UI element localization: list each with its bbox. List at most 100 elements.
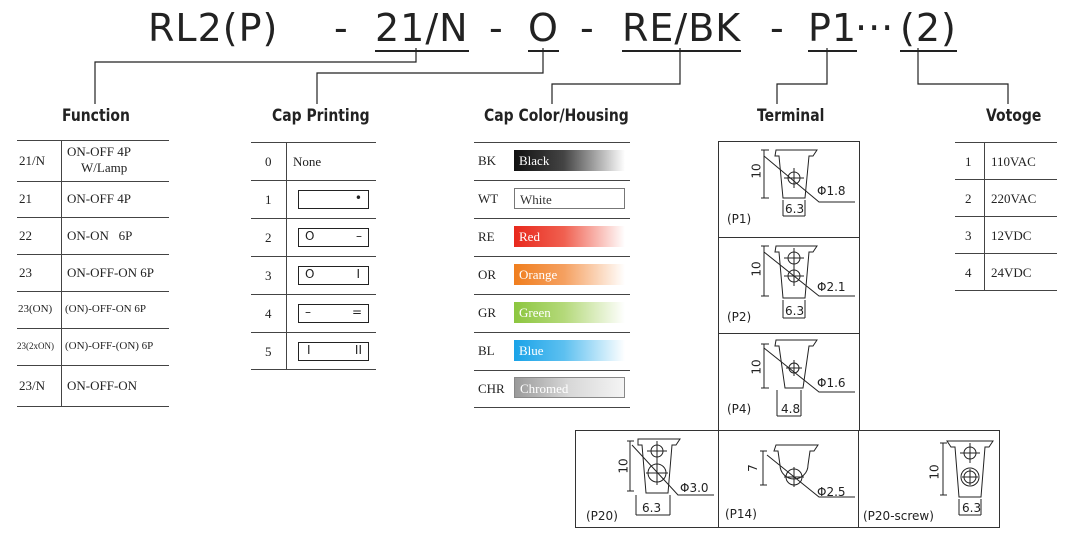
- voltage-code: 1: [965, 154, 972, 169]
- function-desc: ON-OFF-ON 6P: [67, 265, 155, 280]
- table-row: CHR Chromed: [474, 371, 630, 408]
- table-row: 23(ON) (ON)-OFF-ON 6P: [17, 292, 169, 329]
- color-code: BK: [478, 153, 497, 168]
- terminal-p20: 10 Φ3.0 6.3 (P20): [575, 430, 720, 528]
- terminal-height: 10: [749, 261, 764, 277]
- cap-symbol: – =: [298, 304, 369, 323]
- terminal-p1: 10 Φ1.8 6.3 (P1): [718, 141, 860, 239]
- table-row: 4 24VDC: [955, 254, 1057, 291]
- table-row: 0 None: [251, 143, 376, 181]
- voltage-table: 1 110VAC 2 220VAC 3 12VDC 4 24VDC: [955, 142, 1057, 291]
- terminal-label: (P1): [727, 212, 752, 226]
- table-row: 5 I II: [251, 333, 376, 370]
- terminal-label: (P20-screw): [863, 509, 934, 523]
- model-prefix: RL2(P): [148, 6, 279, 50]
- function-desc: ON-OFF 4P: [67, 144, 131, 159]
- cap-code: 1: [265, 192, 272, 207]
- voltage-code: 4: [965, 265, 972, 280]
- code-terminal: P1: [808, 6, 858, 52]
- color-code: GR: [478, 305, 497, 320]
- heading-voltage: Votoge: [986, 106, 1042, 126]
- color-code: WT: [478, 191, 499, 206]
- color-swatch-orange: Orange: [514, 264, 625, 285]
- terminal-diameter: Φ1.6: [817, 376, 846, 390]
- voltage-value: 220VAC: [991, 191, 1037, 206]
- terminal-width: 6.3: [785, 202, 805, 216]
- function-desc: ON-OFF 4P: [67, 191, 131, 206]
- voltage-code: 3: [965, 228, 972, 243]
- terminal-diameter: Φ2.5: [817, 485, 846, 499]
- table-row: 21/N ON-OFF 4P W/Lamp: [17, 141, 169, 182]
- function-code: 23(ON): [18, 303, 53, 315]
- terminal-p20-screw-drawing: [940, 440, 994, 516]
- voltage-code: 2: [965, 191, 972, 206]
- terminal-p20-screw: 10 6.3 (P20-screw): [858, 430, 1000, 528]
- separator: -: [770, 6, 785, 50]
- table-row: 23/N ON-OFF-ON: [17, 366, 169, 407]
- code-function: 21/N: [375, 6, 469, 52]
- function-code: 23: [19, 265, 32, 280]
- terminal-diameter: Φ2.1: [817, 280, 846, 294]
- table-row: 23 ON-OFF-ON 6P: [17, 255, 169, 292]
- function-desc: ON-OFF-ON: [67, 378, 138, 393]
- terminal-width: 6.3: [962, 501, 982, 515]
- color-swatch-blue: Blue: [514, 340, 625, 361]
- cap-code: 0: [265, 154, 272, 169]
- code-cap-printing: O: [528, 6, 559, 52]
- cap-desc: None: [293, 154, 322, 169]
- function-table: 21/N ON-OFF 4P W/Lamp 21 ON-OFF 4P 22 ON…: [17, 140, 169, 407]
- table-row: RE Red: [474, 219, 630, 257]
- color-swatch-chromed: Chromed: [514, 377, 625, 398]
- dots: ···: [855, 6, 895, 50]
- table-row: BK Black: [474, 143, 630, 181]
- cap-symbol: O I: [298, 266, 369, 285]
- terminal-diameter: Φ3.0: [680, 481, 709, 495]
- voltage-value: 12VDC: [991, 228, 1032, 243]
- color-swatch-white: White: [514, 188, 625, 209]
- heading-function: Function: [62, 106, 130, 126]
- table-row: 1 110VAC: [955, 143, 1057, 180]
- color-code: BL: [478, 343, 495, 358]
- voltage-value: 24VDC: [991, 265, 1032, 280]
- cap-code: 5: [265, 344, 272, 359]
- terminal-height: 10: [616, 458, 631, 474]
- table-row: 21 ON-OFF 4P: [17, 181, 169, 218]
- function-code: 22: [19, 228, 32, 243]
- terminal-height: 7: [745, 464, 760, 472]
- terminal-label: (P2): [727, 310, 752, 324]
- heading-terminal: Terminal: [757, 106, 825, 126]
- color-swatch-red: Red: [514, 226, 625, 247]
- terminal-label: (P4): [727, 402, 752, 416]
- color-code: OR: [478, 267, 497, 282]
- table-row: 3 12VDC: [955, 217, 1057, 254]
- terminal-height: 10: [927, 464, 942, 480]
- terminal-label: (P14): [725, 507, 757, 521]
- table-row: 3 O I: [251, 257, 376, 295]
- table-row: 23(2xON) (ON)-OFF-(ON) 6P: [17, 329, 169, 366]
- terminal-p4: 10 Φ1.6 4.8 (P4): [718, 333, 860, 431]
- terminal-width: 4.8: [781, 402, 801, 416]
- terminal-label: (P20): [586, 509, 618, 523]
- code-voltage: (2): [900, 6, 957, 52]
- table-row: 4 – =: [251, 295, 376, 333]
- separator: -: [489, 6, 504, 50]
- color-code: RE: [478, 229, 495, 244]
- function-code: 21/N: [19, 153, 45, 168]
- table-row: OR Orange: [474, 257, 630, 295]
- function-code: 21: [19, 191, 32, 206]
- terminal-p1-drawing: [761, 149, 855, 217]
- terminal-p4-drawing: [761, 339, 855, 417]
- cap-color-table: BK Black WT White RE Red OR Orange GR Gr…: [474, 142, 630, 408]
- color-code: CHR: [478, 381, 505, 396]
- function-desc: (ON)-OFF-(ON) 6P: [65, 340, 154, 352]
- table-row: WT White: [474, 181, 630, 219]
- terminal-p2-drawing: [761, 245, 855, 319]
- heading-cap-color: Cap Color/Housing: [484, 106, 629, 126]
- function-code: 23/N: [19, 378, 45, 393]
- terminal-diameter: Φ1.8: [817, 184, 846, 198]
- cap-symbol: I II: [298, 342, 369, 361]
- cap-symbol: •: [298, 190, 369, 209]
- terminal-p14-drawing: [760, 444, 855, 498]
- function-code: 23(2xON): [17, 341, 54, 351]
- terminal-width: 6.3: [785, 304, 805, 318]
